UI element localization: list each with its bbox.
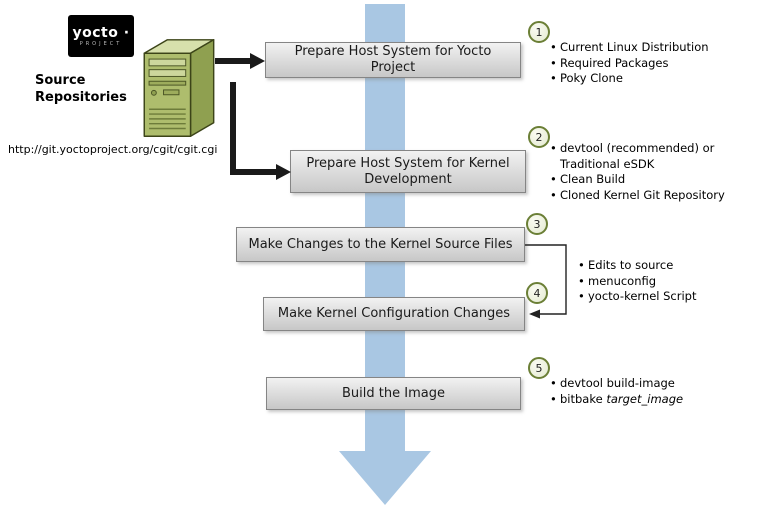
step-number-1: 1 xyxy=(528,21,550,43)
step-box-prepare-host-yocto: Prepare Host System for Yocto Project xyxy=(265,42,521,78)
bullet-edits-to-source: Edits to source xyxy=(576,258,746,274)
step-1-bullets: Current Linux Distribution Required Pack… xyxy=(548,40,763,87)
bullet-menuconfig: menuconfig xyxy=(576,274,746,290)
arrowhead-to-box2-icon xyxy=(276,164,291,180)
source-repository-url: http://git.yoctoproject.org/cgit/cgit.cg… xyxy=(8,143,218,156)
yocto-logo-wordmark: yocto · xyxy=(72,24,130,41)
bitbake-target-image-italic: target_image xyxy=(606,391,684,406)
step-box-build-image: Build the Image xyxy=(266,377,521,410)
source-repositories-label: Source Repositories xyxy=(35,73,127,105)
step-number-2: 2 xyxy=(528,126,550,148)
arrowhead-to-box1-icon xyxy=(250,53,265,69)
step-2-bullets: devtool (recommended) or Traditional eSD… xyxy=(548,141,738,203)
bullet-devtool-or-esdk: devtool (recommended) or Traditional eSD… xyxy=(548,141,738,172)
step-box-make-config-changes: Make Kernel Configuration Changes xyxy=(263,297,525,331)
step-box-prepare-host-kernel: Prepare Host System for Kernel Developme… xyxy=(290,150,526,193)
step-3-4-shared-bullets: Edits to source menuconfig yocto-kernel … xyxy=(576,258,746,305)
step-number-5: 5 xyxy=(528,357,550,379)
bullet-current-linux-distribution: Current Linux Distribution xyxy=(548,40,763,56)
bracket-box3-box4 xyxy=(525,244,567,315)
arrow-server-to-box2 xyxy=(230,82,276,175)
bullet-required-packages: Required Packages xyxy=(548,56,763,72)
bullet-yocto-kernel-script: yocto-kernel Script xyxy=(576,289,746,305)
step-number-3: 3 xyxy=(526,213,548,235)
step-5-bullets: devtool build-image bitbake target_image xyxy=(548,376,748,407)
bullet-clean-build: Clean Build xyxy=(548,172,738,188)
arrowhead-to-box4-icon xyxy=(529,309,540,319)
main-flow-arrowhead-icon xyxy=(339,451,431,505)
server-icon xyxy=(143,39,215,137)
bullet-cloned-kernel-git-repo: Cloned Kernel Git Repository xyxy=(548,188,738,204)
bitbake-prefix: bitbake xyxy=(560,391,607,406)
step-number-4: 4 xyxy=(526,282,548,304)
bullet-poky-clone: Poky Clone xyxy=(548,71,763,87)
bullet-bitbake-target-image: bitbake target_image xyxy=(548,392,748,408)
yocto-logo-subtext: PROJECT xyxy=(79,40,123,47)
bullet-devtool-build-image: devtool build-image xyxy=(548,376,748,392)
yocto-project-logo: yocto · PROJECT xyxy=(68,15,134,57)
step-box-make-source-changes: Make Changes to the Kernel Source Files xyxy=(236,227,525,262)
